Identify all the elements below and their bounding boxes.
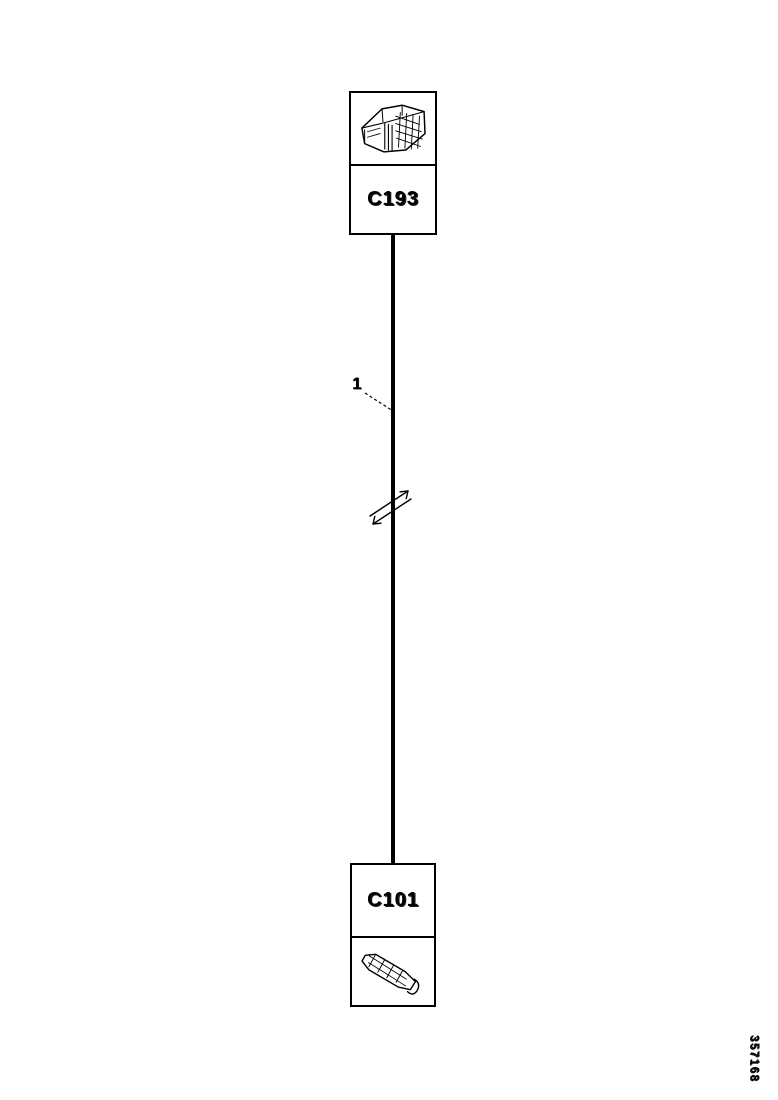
wire-break-icon xyxy=(369,490,412,525)
connector-label-cell-bottom: C101 xyxy=(352,865,434,938)
wire-line xyxy=(391,233,395,865)
figure-number: 357168 xyxy=(748,1035,760,1083)
connector-image-cell-bottom xyxy=(352,938,434,1005)
connector-label-top: C193 xyxy=(367,188,419,210)
connector-box-top: C193 xyxy=(349,91,437,235)
single-wire-terminal-icon xyxy=(361,953,420,995)
connector-image-cell-top xyxy=(351,93,435,166)
connector-label-cell-top: C193 xyxy=(351,166,435,233)
callout-leader-line xyxy=(364,392,394,412)
wire-callout-label: 1 xyxy=(352,374,362,393)
connector-box-bottom: C101 xyxy=(350,863,436,1007)
connector-label-bottom: C101 xyxy=(367,889,419,911)
multi-pin-connector-icon xyxy=(361,103,426,153)
